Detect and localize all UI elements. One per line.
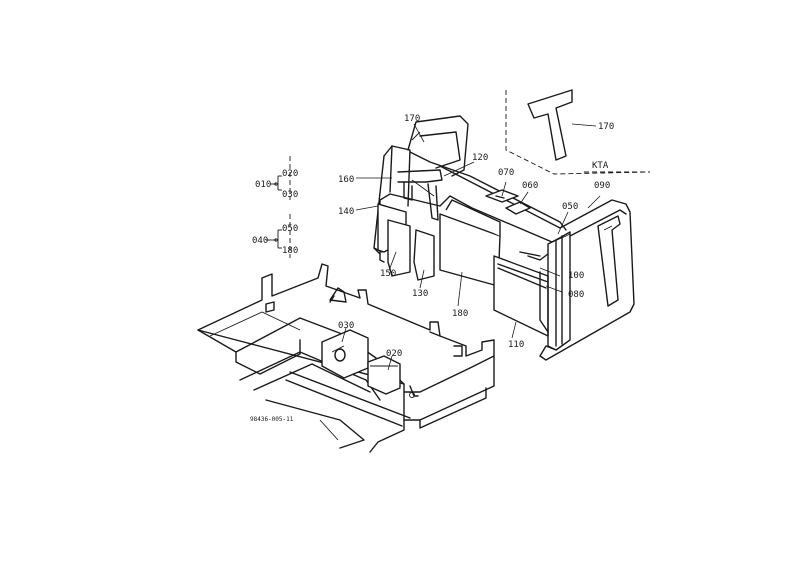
label-090: 090 bbox=[594, 181, 610, 191]
label-100: 100 bbox=[568, 271, 584, 281]
label-group-040-part-b: 180 bbox=[282, 246, 298, 256]
label-020: 020 bbox=[386, 349, 402, 359]
bracket-groups bbox=[266, 156, 291, 258]
label-group-010: 010 bbox=[255, 180, 271, 190]
leader-lines bbox=[341, 123, 601, 371]
label-160: 160 bbox=[338, 175, 354, 185]
label-150: 150 bbox=[380, 269, 396, 279]
label-140: 140 bbox=[338, 207, 354, 217]
label-170-top: 170 bbox=[404, 114, 420, 124]
detached-part-170 bbox=[505, 89, 651, 175]
side-panel bbox=[539, 199, 635, 361]
label-060: 060 bbox=[522, 181, 538, 191]
label-070: 070 bbox=[498, 168, 514, 178]
rear-panel-assembly bbox=[373, 115, 571, 351]
label-group-010-part-a: 020 bbox=[282, 169, 298, 179]
label-group-040-part-a: 050 bbox=[282, 224, 298, 234]
drawing-code: 98436-005-11 bbox=[250, 416, 294, 423]
label-030: 030 bbox=[338, 321, 354, 331]
part-labels: 170 170 120 160 070 060 KTA 090 050 140 … bbox=[250, 114, 614, 423]
label-180: 180 bbox=[452, 309, 468, 319]
floor-frame bbox=[197, 263, 495, 453]
label-080: 080 bbox=[568, 290, 584, 300]
label-group-040: 040 bbox=[252, 236, 268, 246]
label-kta: KTA bbox=[592, 161, 609, 171]
label-170-right: 170 bbox=[598, 122, 614, 132]
label-050: 050 bbox=[562, 202, 578, 212]
label-120: 120 bbox=[472, 153, 488, 163]
label-130: 130 bbox=[412, 289, 428, 299]
label-110: 110 bbox=[508, 340, 524, 350]
label-group-010-part-b: 030 bbox=[282, 190, 298, 200]
